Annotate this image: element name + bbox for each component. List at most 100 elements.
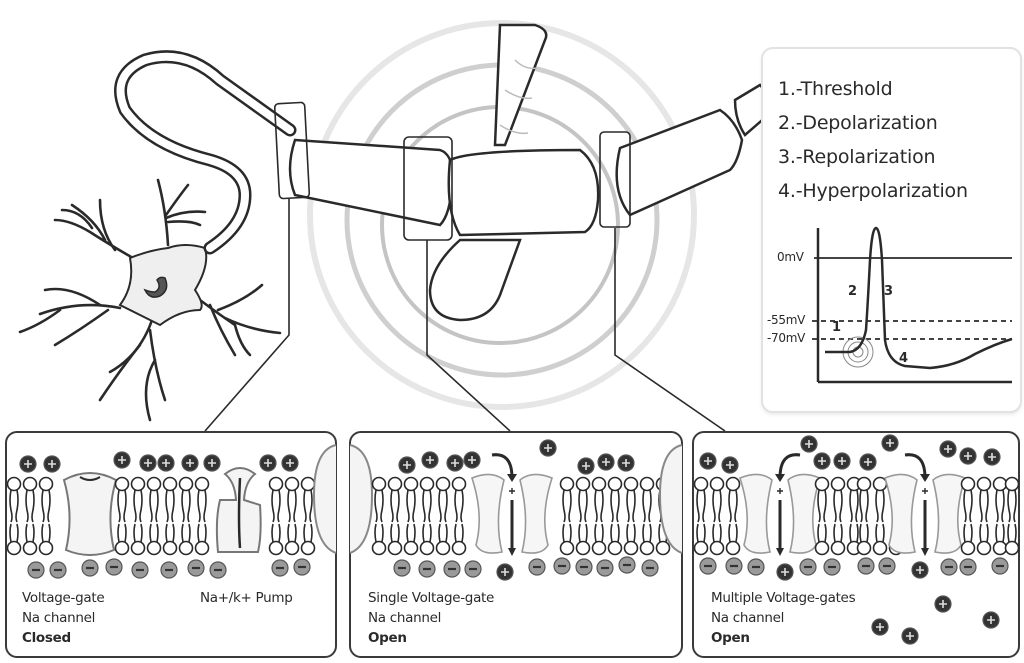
legend-item-threshold: 1.-Threshold bbox=[778, 78, 893, 100]
sodium-ion-positive bbox=[539, 439, 557, 457]
phospholipid bbox=[300, 476, 316, 556]
plus-sign bbox=[906, 632, 914, 640]
plus-sign bbox=[939, 600, 947, 608]
lipid-head-inner bbox=[623, 540, 639, 556]
lipid-tail-lower bbox=[712, 523, 722, 543]
lipid-tail-upper bbox=[594, 489, 604, 523]
lipid-tail-lower bbox=[626, 523, 636, 543]
lipid-head-outer bbox=[559, 476, 575, 492]
lipid-head-inner bbox=[146, 540, 162, 556]
lipid-head-inner bbox=[725, 540, 741, 556]
lipid-head-inner bbox=[976, 540, 992, 556]
lipid-tail-lower bbox=[1007, 523, 1017, 543]
lipid-head-inner bbox=[655, 540, 671, 556]
panel-1-line-1: Voltage-gate bbox=[22, 590, 105, 606]
phospholipid bbox=[960, 476, 976, 556]
anion-negative bbox=[27, 561, 45, 579]
lipid-tail-lower bbox=[875, 523, 885, 543]
lipid-tail-upper bbox=[41, 489, 51, 523]
phospholipid bbox=[162, 476, 178, 556]
lipid-tail-upper bbox=[438, 489, 448, 523]
lipid-tail-lower bbox=[374, 523, 384, 543]
lipid-head-outer bbox=[22, 476, 38, 492]
lipid-head-outer bbox=[591, 476, 607, 492]
lipid-tail-upper bbox=[578, 489, 588, 523]
phospholipid bbox=[435, 476, 451, 556]
sodium-ion-positive bbox=[577, 457, 595, 475]
phospholipid bbox=[693, 476, 709, 556]
lipid-head-inner bbox=[575, 540, 591, 556]
lipid-head-inner bbox=[559, 540, 575, 556]
lipid-tail-lower bbox=[594, 523, 604, 543]
lipid-head-inner bbox=[992, 540, 1008, 556]
lipid-tail-lower bbox=[610, 523, 620, 543]
lipid-tail-lower bbox=[728, 523, 738, 543]
ion-entry-arrowhead bbox=[507, 474, 517, 482]
lipid-tail-upper bbox=[963, 489, 973, 523]
lipid-tail-upper bbox=[149, 489, 159, 523]
lipid-head-outer bbox=[371, 476, 387, 492]
phospholipid bbox=[451, 476, 467, 556]
plus-sign bbox=[622, 459, 630, 467]
lipid-tail-lower bbox=[271, 523, 281, 543]
lipid-head-inner bbox=[114, 540, 130, 556]
phospholipid bbox=[22, 476, 38, 556]
lipid-tail-lower bbox=[859, 523, 869, 543]
myelin-sheath-edge bbox=[349, 444, 374, 554]
phospholipid bbox=[146, 476, 162, 556]
phospholipid bbox=[830, 476, 846, 556]
open-channel-right-subunit bbox=[519, 473, 553, 554]
lipid-head-outer bbox=[194, 476, 210, 492]
lipid-head-outer bbox=[114, 476, 130, 492]
lipid-head-outer bbox=[607, 476, 623, 492]
lipid-tail-lower bbox=[963, 523, 973, 543]
sodium-ion-positive bbox=[813, 452, 831, 470]
lipid-tail-upper bbox=[817, 489, 827, 523]
lipid-head-outer bbox=[162, 476, 178, 492]
phospholipid bbox=[976, 476, 992, 556]
lipid-head-inner bbox=[300, 540, 316, 556]
lipid-head-outer bbox=[300, 476, 316, 492]
lipid-tail-lower bbox=[165, 523, 175, 543]
lipid-head-outer bbox=[419, 476, 435, 492]
lipid-head-inner bbox=[830, 540, 846, 556]
plus-sign bbox=[264, 459, 272, 467]
plus-sign bbox=[988, 453, 996, 461]
plus-sign bbox=[886, 439, 894, 447]
phospholipid bbox=[559, 476, 575, 556]
panel-1-label: Voltage-gate Na channel Closed bbox=[22, 588, 105, 648]
plus-sign bbox=[864, 458, 872, 466]
phospholipid bbox=[38, 476, 54, 556]
plus-sign bbox=[24, 460, 32, 468]
lipid-head-outer bbox=[6, 476, 22, 492]
lipid-head-inner bbox=[22, 540, 38, 556]
open-channel-left-subunit bbox=[884, 473, 918, 554]
lipid-head-inner bbox=[162, 540, 178, 556]
lipid-tail-lower bbox=[578, 523, 588, 543]
sodium-ion-positive bbox=[203, 454, 221, 472]
plus-sign bbox=[582, 462, 590, 470]
lipid-tail-upper bbox=[626, 489, 636, 523]
lipid-tail-upper bbox=[133, 489, 143, 523]
sodium-ion-positive bbox=[934, 595, 952, 613]
plus-sign bbox=[964, 452, 972, 460]
lipid-head-outer bbox=[814, 476, 830, 492]
sodium-ion-positive bbox=[800, 435, 818, 453]
sodium-ion-positive bbox=[721, 456, 739, 474]
lipid-head-inner bbox=[591, 540, 607, 556]
ion-entry-arrow bbox=[491, 453, 514, 479]
legend-item-repolarization: 3.-Repolarization bbox=[778, 146, 936, 168]
lipid-head-inner bbox=[451, 540, 467, 556]
lipid-tail-upper bbox=[610, 489, 620, 523]
lipid-tail-upper bbox=[454, 489, 464, 523]
sodium-ion-positive bbox=[421, 451, 439, 469]
anion-negative bbox=[393, 559, 411, 577]
panel-2-state: Open bbox=[368, 630, 407, 646]
lipid-head-inner bbox=[419, 540, 435, 556]
lipid-tail-lower bbox=[41, 523, 51, 543]
phospholipid bbox=[623, 476, 639, 556]
lipid-head-outer bbox=[268, 476, 284, 492]
pump-channel bbox=[237, 477, 242, 549]
pump-label: Na+/k+ Pump bbox=[200, 590, 293, 606]
